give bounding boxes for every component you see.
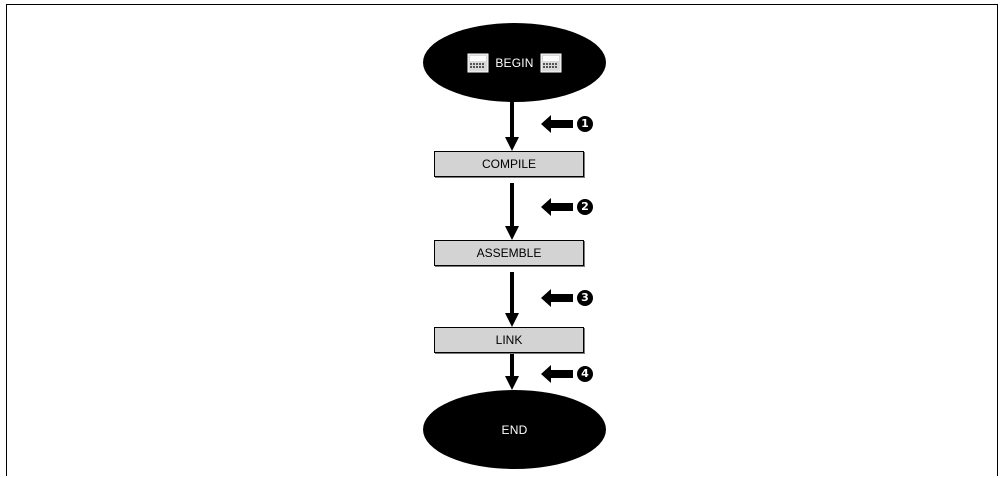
diagram-frame: BEGIN COMPILE ASSEMBLE LINK	[6, 4, 998, 476]
marker-2: 2	[541, 198, 593, 216]
begin-node: BEGIN	[423, 23, 606, 102]
left-arrow-icon	[541, 115, 573, 133]
down-arrow-icon	[505, 102, 519, 151]
marker-3: 3	[541, 289, 593, 307]
step-assemble: ASSEMBLE	[434, 240, 584, 266]
marker-number: 3	[577, 290, 593, 306]
marker-number: 1	[577, 116, 593, 132]
left-arrow-icon	[541, 365, 573, 383]
down-arrow-icon	[505, 272, 519, 327]
left-arrow-icon	[541, 198, 573, 216]
step-link: LINK	[434, 327, 584, 353]
marker-number: 4	[577, 366, 593, 382]
marker-number: 2	[577, 199, 593, 215]
left-arrow-icon	[541, 289, 573, 307]
step-compile: COMPILE	[434, 151, 584, 177]
down-arrow-icon	[505, 353, 519, 390]
end-node: END	[423, 390, 606, 469]
marker-4: 4	[541, 365, 593, 383]
down-arrow-icon	[505, 183, 519, 240]
marker-1: 1	[541, 115, 593, 133]
keyboard-icon	[540, 53, 562, 73]
begin-label: BEGIN	[495, 55, 534, 70]
end-label: END	[501, 422, 528, 437]
keyboard-icon	[467, 53, 489, 73]
